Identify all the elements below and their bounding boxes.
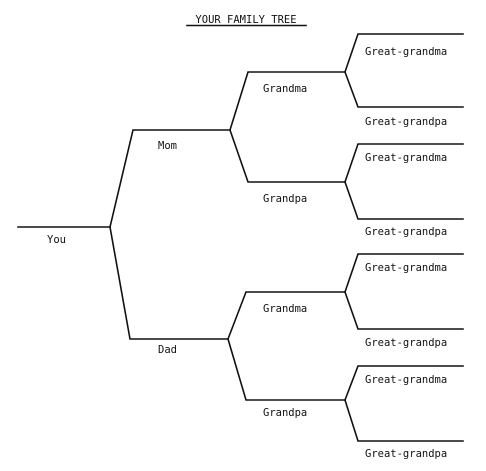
dad-grandma-great-grandpa-line (343, 290, 464, 330)
mom-grandpa-great-grandpa-line (343, 180, 464, 220)
dad-grandma-label: Grandma (263, 303, 307, 315)
dad-grandpa-label: Grandpa (263, 407, 307, 419)
dad-grandpa-great-grandma-line (343, 365, 464, 402)
dad-grandma-great-grandma-line (343, 253, 464, 294)
page-title: YOUR FAMILY TREE (195, 14, 296, 26)
mom-grandpa-great-grandpa-label: Great-grandpa (365, 226, 447, 238)
dad-grandma-branch-line (226, 291, 346, 341)
mom-grandpa-branch-line (228, 128, 346, 183)
mom-grandma-great-grandma-label: Great-grandma (365, 46, 447, 58)
mom-grandma-great-grandpa-line (343, 70, 464, 108)
dad-grandpa-great-grandpa-line (343, 398, 464, 442)
you-label: You (47, 234, 66, 246)
mom-grandma-great-grandpa-label: Great-grandpa (365, 116, 447, 128)
dad-grandpa-great-grandma-label: Great-grandma (365, 374, 447, 386)
mom-label: Mom (158, 140, 177, 152)
dad-grandpa-great-grandpa-label: Great-grandpa (365, 448, 447, 460)
mom-grandpa-great-grandma-label: Great-grandma (365, 152, 447, 164)
dad-label: Dad (158, 344, 177, 356)
dad-grandpa-branch-line (227, 338, 346, 401)
mom-grandma-label: Grandma (263, 83, 307, 95)
mom-grandma-branch-line (228, 71, 346, 132)
dad-grandma-great-grandma-label: Great-grandma (365, 262, 447, 274)
mom-grandpa-great-grandma-line (343, 143, 464, 184)
dad-grandma-great-grandpa-label: Great-grandpa (365, 337, 447, 349)
dad-branch-line (109, 226, 229, 340)
mom-branch-line (109, 129, 231, 228)
mom-grandpa-label: Grandpa (263, 193, 307, 205)
mom-grandma-great-grandma-line (343, 33, 464, 74)
